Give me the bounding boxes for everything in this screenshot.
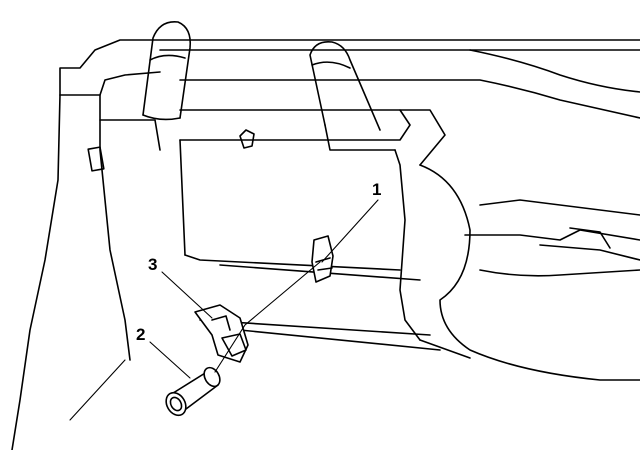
leader-line-2 [149, 341, 191, 379]
leader-line-1 [321, 199, 379, 263]
quarter-trim-panel [184, 149, 640, 381]
d-pillar-trim [11, 94, 161, 450]
rear-storage-area [464, 199, 640, 277]
roll-bar-right [309, 40, 381, 131]
part-3-bracket [194, 304, 249, 363]
upper-shelf-panel [179, 109, 446, 256]
headliner-outline [59, 39, 640, 119]
part-1-retainer-clip [311, 235, 334, 283]
assembly-axis-line [214, 261, 321, 373]
part-2-fastener [165, 366, 221, 417]
leader-line-3 [161, 271, 213, 319]
callout-label-2: 2 [136, 325, 146, 344]
callout-label-3: 3 [148, 255, 158, 274]
callout-label-1: 1 [372, 180, 382, 199]
roll-bar-left [142, 21, 192, 121]
